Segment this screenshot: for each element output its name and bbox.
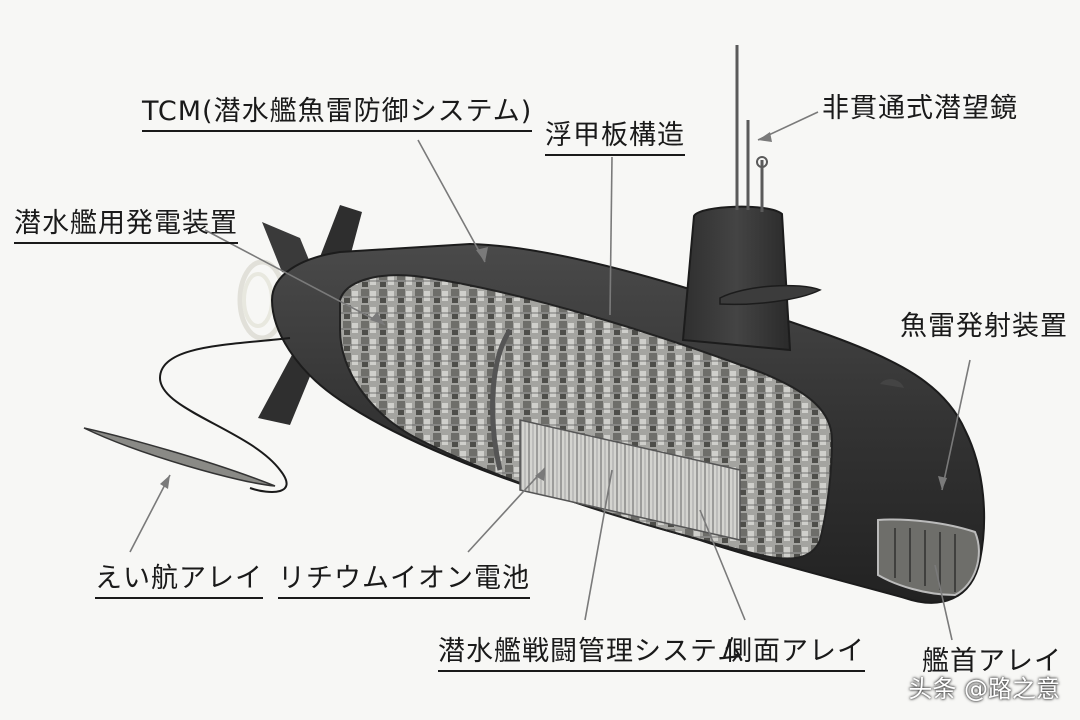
sail — [681, 205, 792, 352]
label-deck-structure: 浮甲板構造 — [545, 122, 685, 156]
mast-antenna — [756, 156, 768, 168]
label-periscope: 非貫通式潜望鏡 — [822, 93, 1018, 124]
sail-planes — [719, 284, 822, 306]
masts — [735, 45, 764, 212]
hull-fairing — [880, 379, 904, 388]
bow-array — [877, 518, 980, 597]
label-tcm: TCM(潜水艦魚雷防御システム) — [142, 98, 533, 132]
watermark: 头条 @路之意 — [908, 675, 1060, 703]
towed-array-body — [83, 427, 276, 487]
hull-frame — [490, 328, 513, 471]
label-bow-array: 艦首アレイ — [922, 646, 1062, 677]
label-torpedo-tube: 魚雷発射装置 — [900, 311, 1068, 342]
label-flank-array: 側面アレイ — [725, 638, 865, 672]
battery-bank — [519, 419, 741, 541]
towed-array-cable — [158, 337, 291, 493]
label-generator: 潜水艦用発電装置 — [14, 210, 238, 244]
leader-arrowheads — [160, 132, 947, 490]
label-towed-array: えい航アレイ — [95, 565, 263, 599]
label-combat-system: 潜水艦戦闘管理システム — [438, 638, 746, 672]
label-battery: リチウムイオン電池 — [278, 565, 530, 599]
leader-lines — [129, 111, 971, 641]
